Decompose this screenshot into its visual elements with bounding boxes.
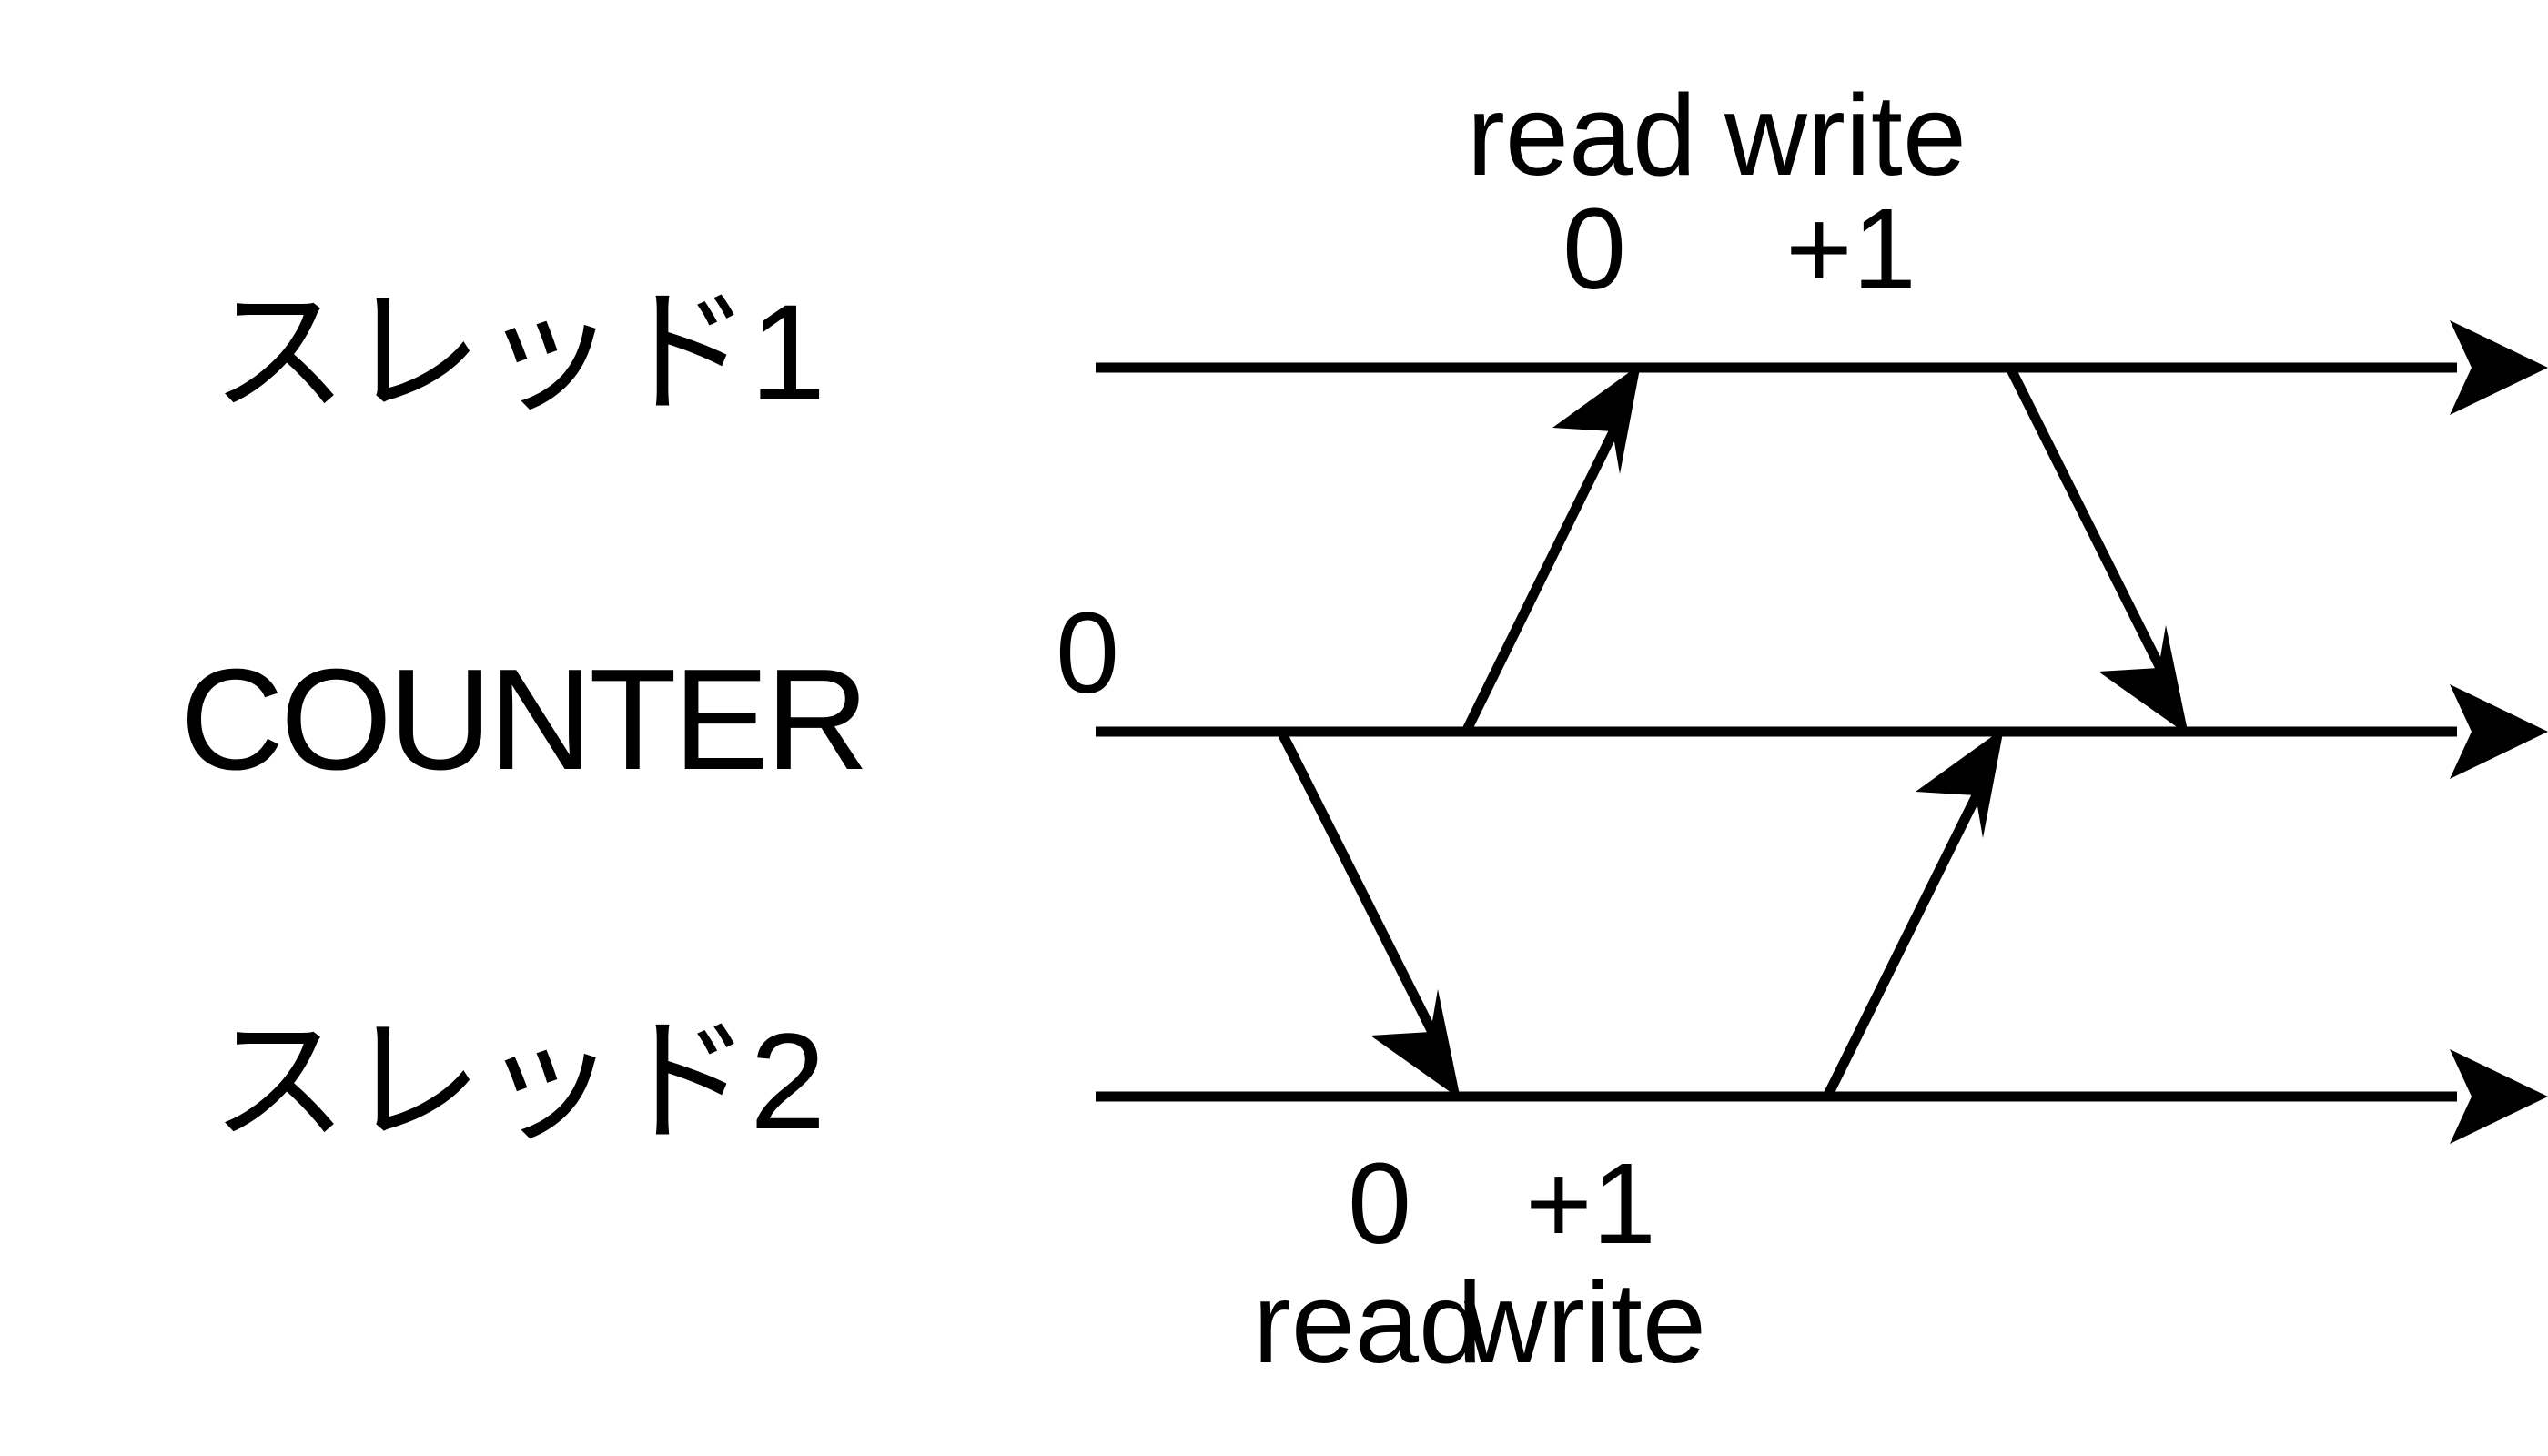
thread2-read-op-label: read <box>1252 1259 1483 1387</box>
thread1-write-value-label: +1 <box>1785 185 1916 313</box>
thread1-read-op-label: read <box>1466 71 1697 199</box>
thread2-write-value-label: +1 <box>1525 1139 1656 1268</box>
lane-label-counter: COUNTER <box>180 640 869 800</box>
thread2-write-op-label: write <box>1463 1259 1707 1387</box>
thread1-write-op-label: write <box>1724 71 1967 199</box>
arrow-thread1-read <box>1461 364 1641 736</box>
arrow-thread2-write <box>1822 728 2004 1101</box>
lane-timeline-thread2 <box>1096 1049 2548 1144</box>
lane-timeline-thread1 <box>1096 320 2548 415</box>
lane-label-thread2: スレッド2 <box>211 1005 825 1158</box>
thread2-read-value-label: 0 <box>1347 1139 1412 1268</box>
counter-initial-value-label: 0 <box>1056 589 1120 717</box>
arrow-thread2-read <box>1276 727 1461 1099</box>
arrow-thread1-write <box>2005 363 2189 735</box>
thread1-read-value-label: 0 <box>1562 185 1627 313</box>
lane-timeline-counter <box>1096 684 2548 779</box>
lane-label-thread1: スレッド1 <box>211 276 825 429</box>
